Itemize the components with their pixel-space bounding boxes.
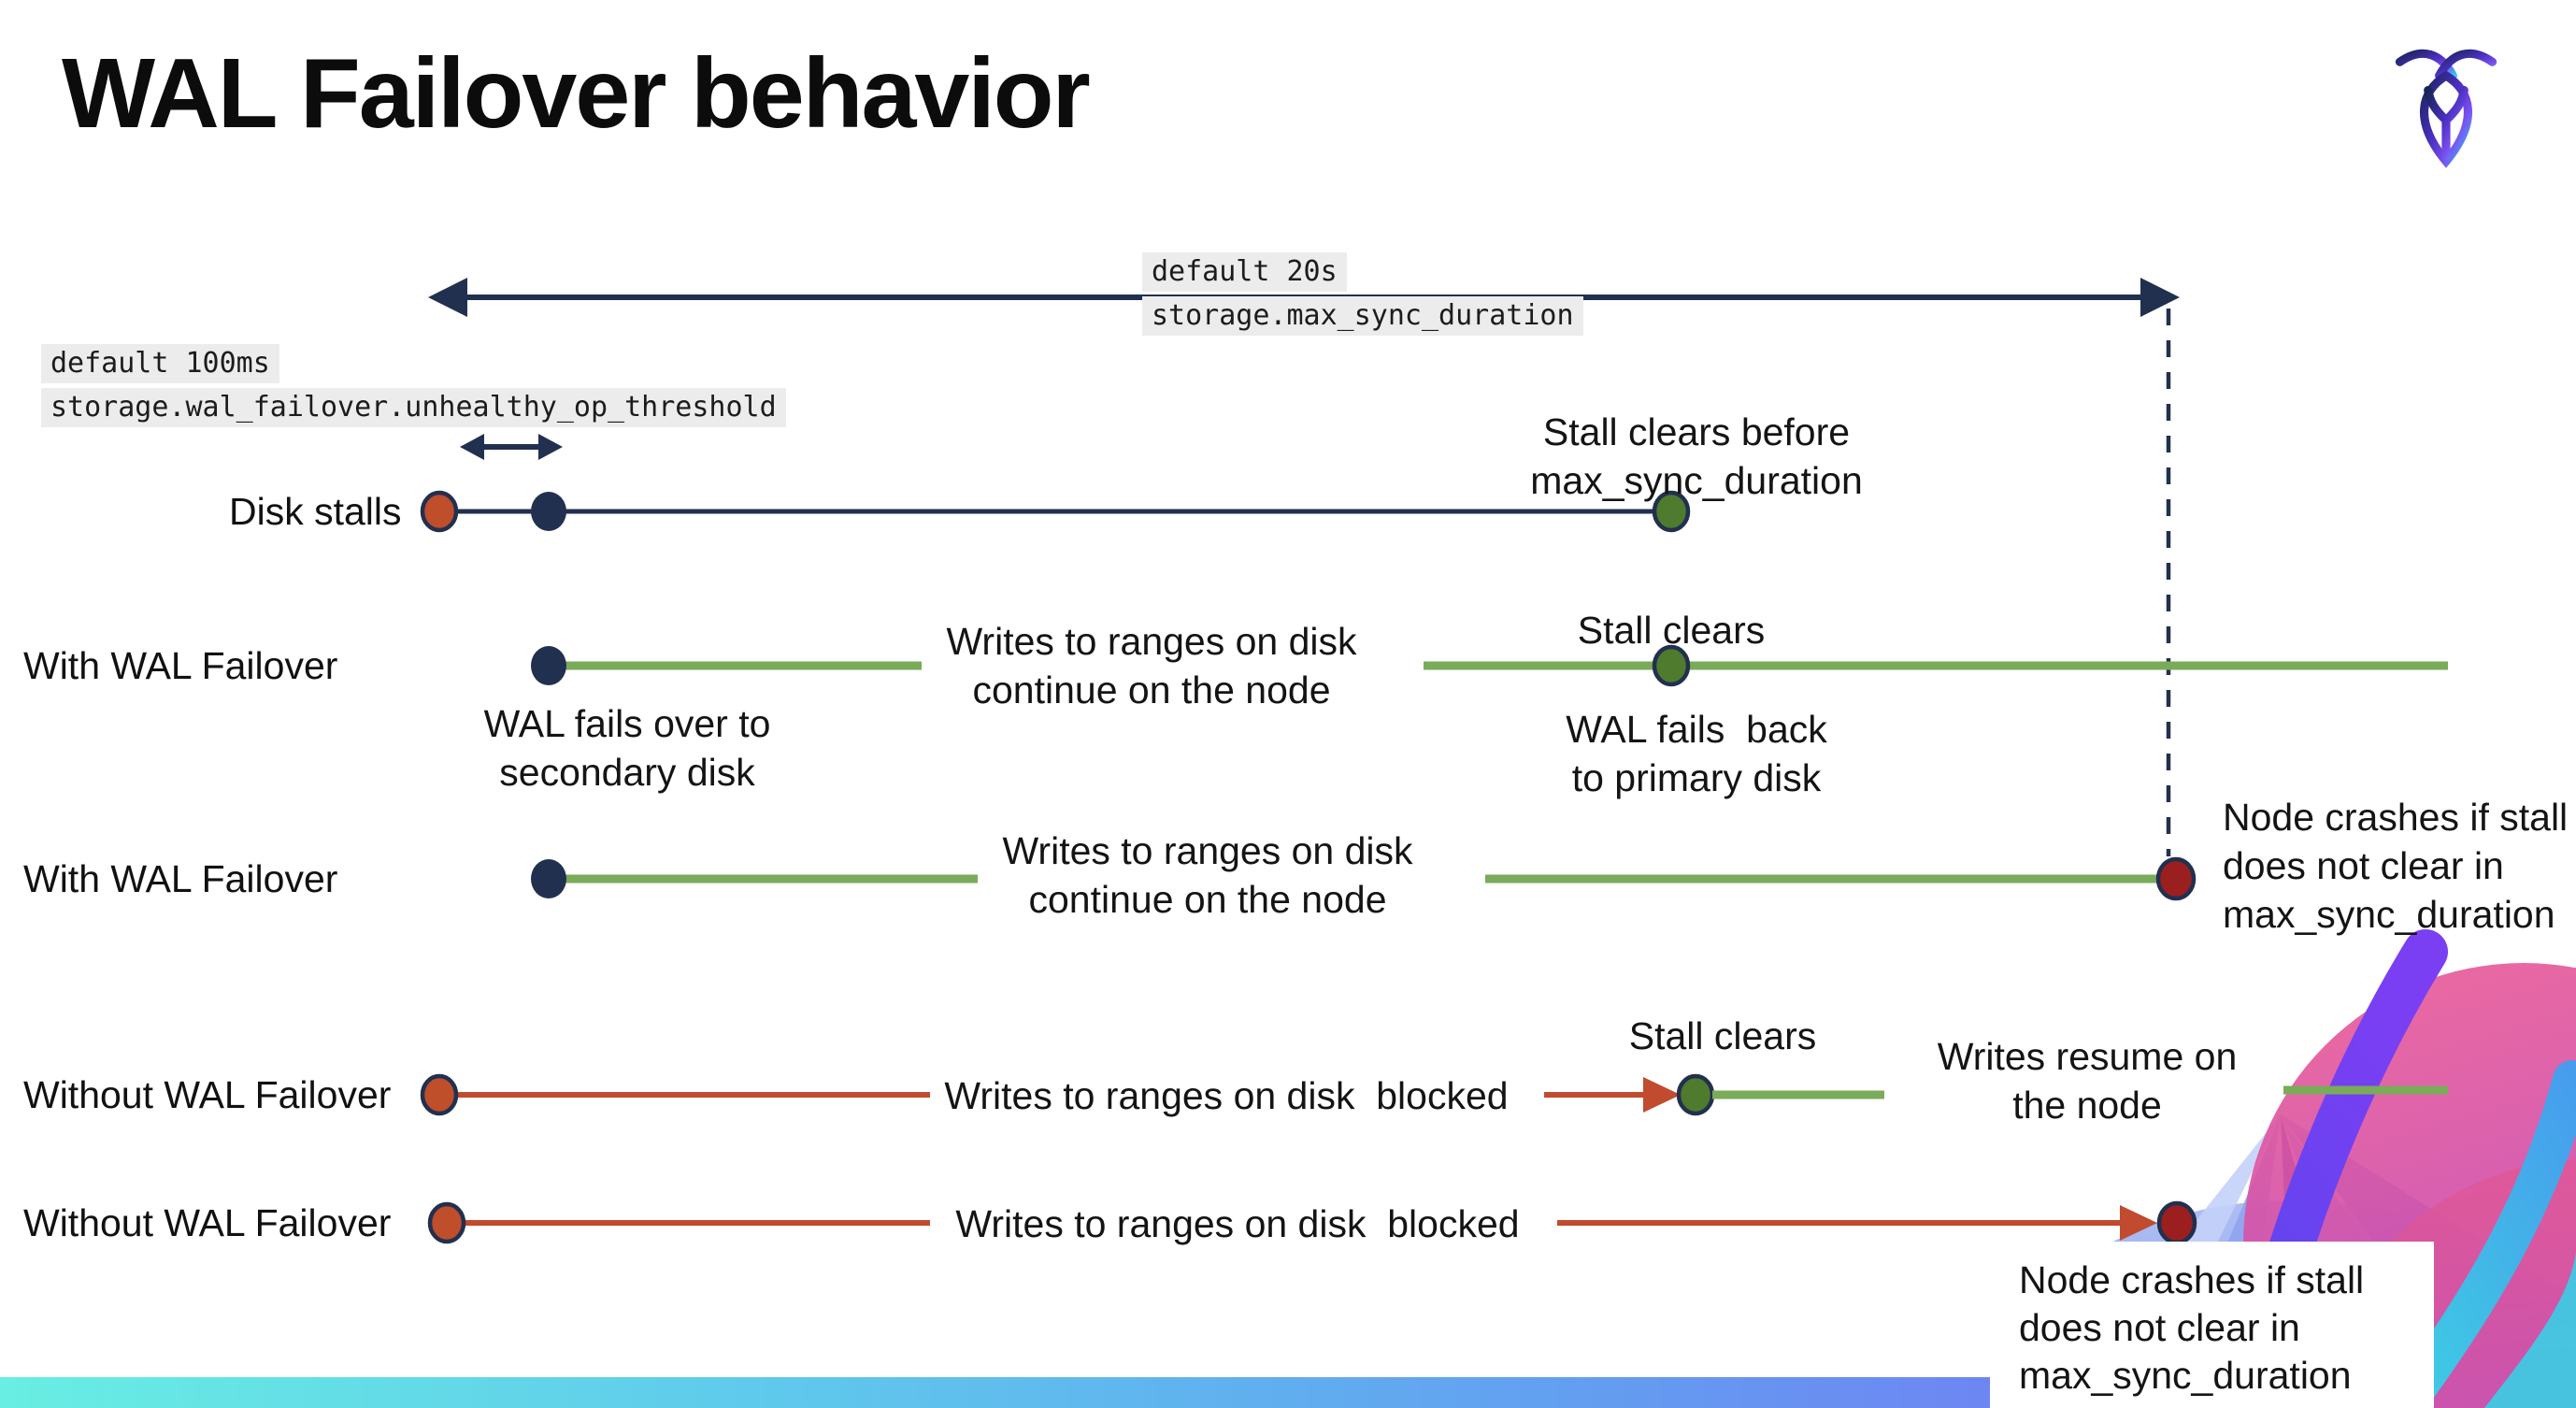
note-wal-fails-back: WAL fails back to primary disk	[1566, 708, 1827, 799]
note-writes-blocked-2: Writes to ranges on disk blocked	[955, 1202, 1520, 1245]
arrow-head-left	[428, 278, 467, 317]
note-stall-clears-before: Stall clears before max_sync_duration	[1530, 410, 1863, 502]
blocked-arrow-head	[2120, 1205, 2157, 1241]
logo-stem	[2424, 85, 2469, 161]
note-writes-resume: Writes resume on the node	[1937, 1035, 2238, 1127]
failover-trigger-dot	[531, 492, 566, 531]
note-node-crashes-1: Node crashes if stall does not clear in …	[2223, 796, 2569, 936]
page-title: WAL Failover behavior	[62, 38, 1091, 149]
max-sync-duration-label: default 20s storage.max_sync_duration	[1142, 252, 1583, 336]
note-writes-blocked-1: Writes to ranges on disk blocked	[944, 1074, 1509, 1117]
logo-antenna	[2435, 49, 2497, 80]
row-wal-failover-clears	[531, 644, 2448, 687]
unhealthy-op-setting-name: storage.wal_failover.unhealthy_op_thresh…	[41, 388, 786, 427]
unhealthy-op-threshold-label: default 100ms storage.wal_failover.unhea…	[41, 344, 786, 427]
arrow-head-left	[460, 434, 484, 460]
unhealthy-op-default-value: default 100ms	[41, 344, 279, 383]
art-teal-leaf	[2484, 1253, 2576, 1408]
row-label-without-wal-failover-1: Without WAL Failover	[23, 1073, 392, 1116]
cockroachdb-logo-icon	[2395, 41, 2497, 170]
stall-start-dot	[427, 1201, 466, 1244]
row-label-with-wal-failover-1: With WAL Failover	[23, 644, 338, 687]
row-disk-stalls	[420, 490, 1691, 533]
row-label-with-wal-failover-2: With WAL Failover	[23, 857, 338, 900]
stall-clear-dot	[1652, 644, 1691, 687]
stall-clear-dot	[1652, 490, 1691, 533]
max-sync-default-value: default 20s	[1142, 252, 1347, 292]
failover-dot	[531, 859, 566, 898]
arrow-head-right	[538, 434, 563, 460]
logo-antenna	[2395, 49, 2457, 80]
note-stall-clears-1: Stall clears	[1577, 609, 1766, 652]
stall-clear-dot	[1676, 1073, 1715, 1116]
crash-dot	[2155, 856, 2197, 901]
row-label-disk-stalls: Disk stalls	[229, 490, 402, 533]
row-label-without-wal-failover-2: Without WAL Failover	[23, 1201, 392, 1244]
blocked-arrow-head	[1643, 1077, 1681, 1113]
note-wal-fails-over: WAL fails over to secondary disk	[483, 702, 771, 794]
max-sync-setting-name: storage.max_sync_duration	[1142, 296, 1583, 336]
note-writes-continue-2: Writes to ranges on disk continue on the…	[1002, 829, 1413, 921]
stall-start-dot	[420, 1073, 459, 1116]
note-node-crashes-2: Node crashes if stall does not clear in …	[2019, 1258, 2365, 1397]
note-writes-continue-1: Writes to ranges on disk continue on the…	[946, 620, 1357, 711]
note-stall-clears-2: Stall clears	[1628, 1014, 1817, 1057]
crash-note-box	[1990, 1242, 2434, 1408]
row-wal-failover-crash	[531, 856, 2197, 901]
failover-dot	[531, 646, 566, 685]
row-no-failover-crash	[427, 1200, 2197, 1245]
unhealthy-op-threshold-arrow	[460, 434, 563, 460]
row-no-failover-clears	[420, 1073, 2448, 1116]
crash-dot	[2156, 1200, 2197, 1245]
stall-start-dot	[420, 490, 459, 533]
arrow-head-right	[2140, 278, 2180, 317]
